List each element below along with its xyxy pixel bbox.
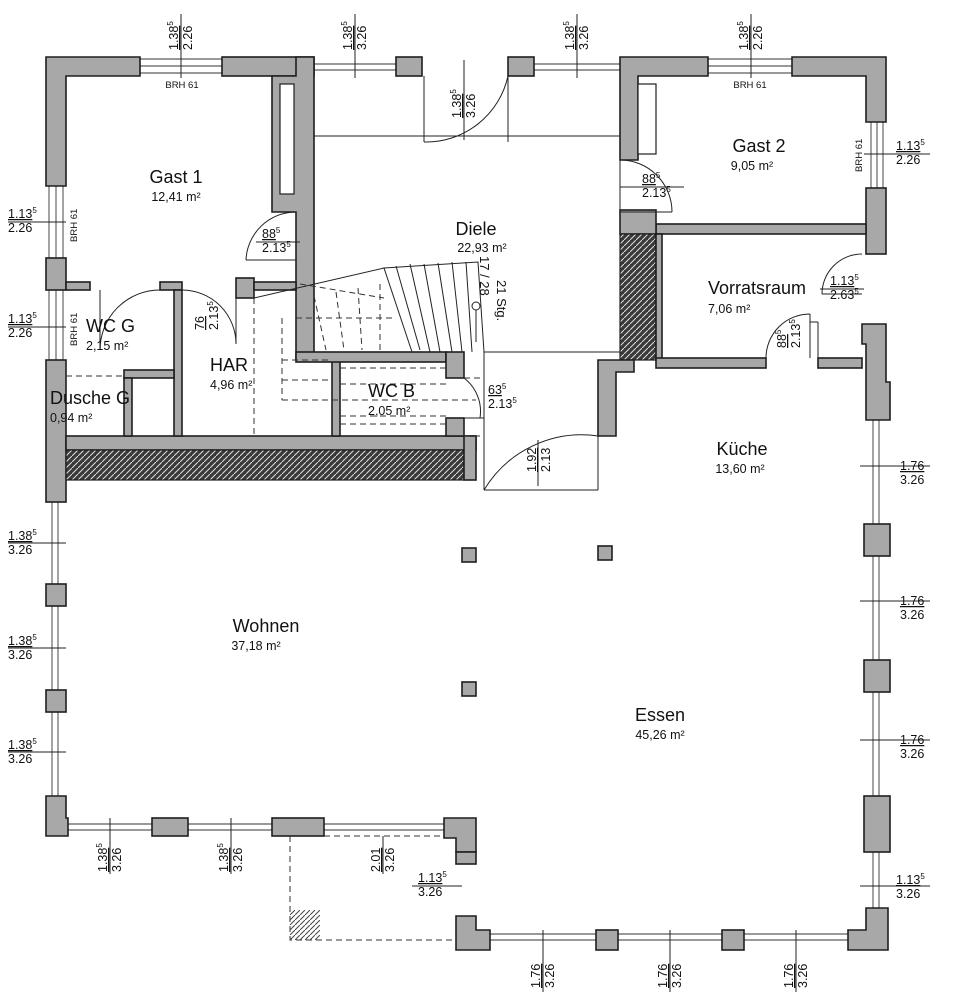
- dimension-label: 1.3853.26: [562, 21, 591, 50]
- brh-label: BRH 61: [69, 313, 80, 346]
- dimension-label: 1.3853.26: [340, 21, 369, 50]
- dimension-label: 1.763.26: [656, 964, 684, 988]
- dimension-label: 1.3852.26: [736, 21, 765, 50]
- room-area-gast-1: 12,41 m²: [151, 190, 200, 204]
- room-labels: Gast 1 12,41 m² Gast 2 9,05 m² Diele 22,…: [50, 136, 806, 742]
- dimension-label: 2.013.26: [369, 848, 397, 872]
- room-area-gast-2: 9,05 m²: [731, 159, 773, 173]
- dimension-lines: [8, 14, 930, 992]
- room-name-har: HAR: [210, 355, 248, 375]
- room-name-kueche: Küche: [716, 439, 767, 459]
- stair-ratio: 17 / 28: [477, 256, 492, 296]
- dimension-label: 1.3853.26: [216, 843, 245, 872]
- room-name-essen: Essen: [635, 705, 685, 725]
- brh-label: BRH 61: [69, 209, 80, 242]
- dimension-label: 1.3852.26: [166, 21, 195, 50]
- brh-labels: BRH 61 BRH 61 BRH 61 BRH 61 BRH 61: [69, 80, 865, 346]
- room-name-wohnen: Wohnen: [233, 616, 300, 636]
- room-name-wc-g: WC G: [86, 316, 135, 336]
- room-name-gast-1: Gast 1: [149, 167, 202, 187]
- room-name-vorratsraum: Vorratsraum: [708, 278, 806, 298]
- brh-label: BRH 61: [854, 139, 865, 172]
- lines: [66, 75, 863, 941]
- room-area-wc-g: 2,15 m²: [86, 339, 128, 353]
- room-name-gast-2: Gast 2: [732, 136, 785, 156]
- room-area-dusche-g: 0,94 m²: [50, 411, 92, 425]
- dimension-label: 1.922.13: [525, 448, 553, 472]
- dimension-label: 1.3853.26: [449, 89, 478, 118]
- dimension-label: 1.763.26: [782, 964, 810, 988]
- room-name-diele: Diele: [455, 219, 496, 239]
- room-name-dusche-g: Dusche G: [50, 388, 130, 408]
- dimension-label: 762.135: [193, 301, 221, 330]
- dimension-label: 1.763.26: [529, 964, 557, 988]
- room-area-har: 4,96 m²: [210, 378, 252, 392]
- room-area-vorratsraum: 7,06 m²: [708, 302, 750, 316]
- brh-label: BRH 61: [165, 80, 198, 91]
- brh-label: BRH 61: [733, 80, 766, 91]
- room-area-kueche: 13,60 m²: [715, 462, 764, 476]
- staircase: [253, 261, 485, 437]
- room-area-essen: 45,26 m²: [635, 728, 684, 742]
- room-area-wc-b: 2,05 m²: [368, 404, 410, 418]
- dimension-labels: 1.3852.26 1.3853.26 1.3853.26 1.3852.26 1.38…: [8, 21, 925, 988]
- room-name-wc-b: WC B: [368, 381, 415, 401]
- room-area-wohnen: 37,18 m²: [231, 639, 280, 653]
- dimension-label: 1.3853.26: [95, 843, 124, 872]
- stair-steps: 21 Stg.: [494, 280, 509, 321]
- room-area-diele: 22,93 m²: [457, 241, 506, 255]
